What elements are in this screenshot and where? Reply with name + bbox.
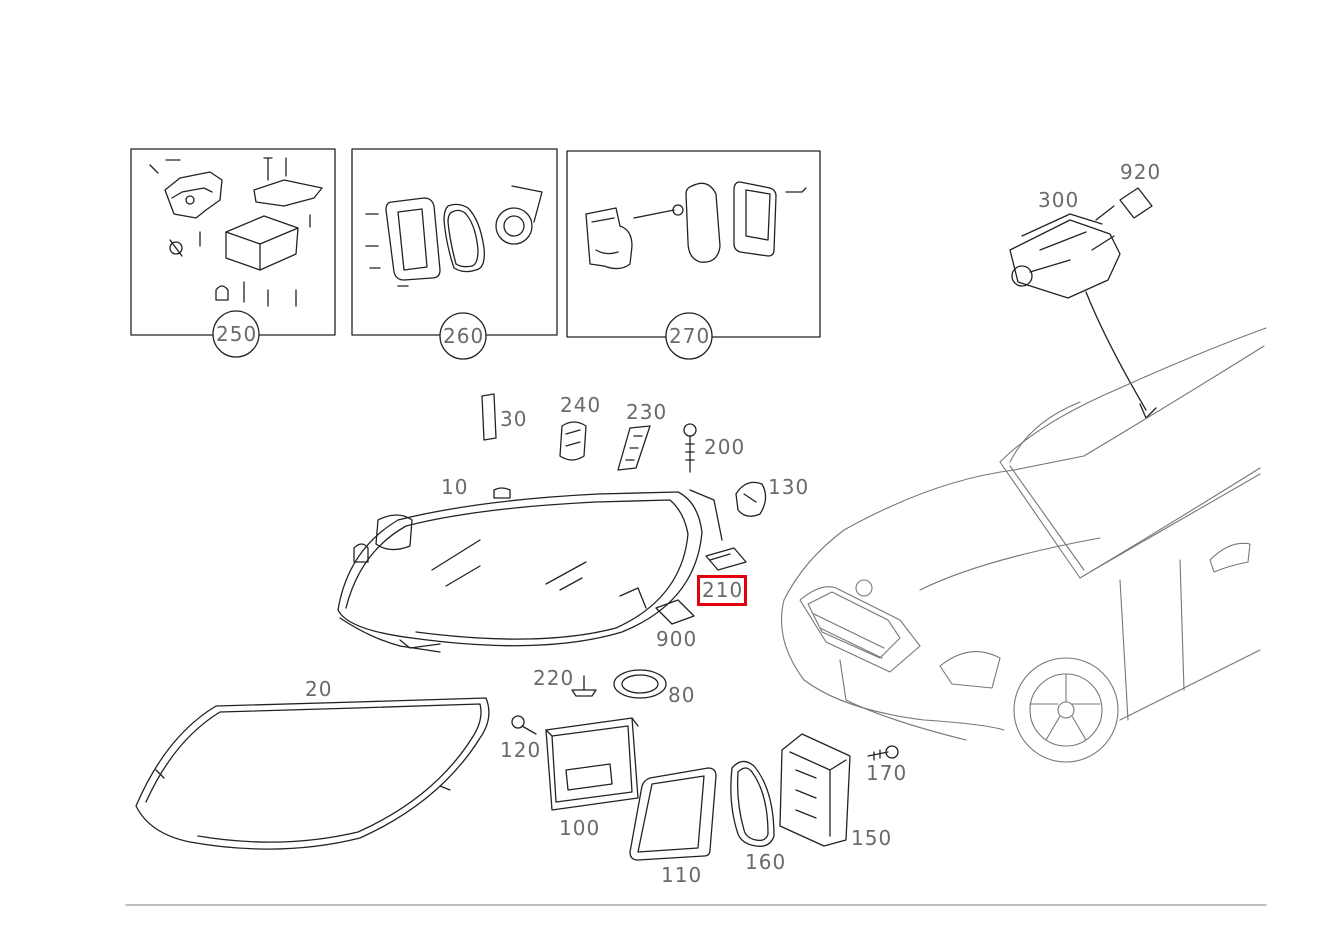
part-label-160[interactable]: 160 xyxy=(745,850,787,874)
gasket-160 xyxy=(730,760,775,847)
part-label-20[interactable]: 20 xyxy=(305,677,333,701)
part-label-100[interactable]: 100 xyxy=(559,816,601,840)
part-label-110[interactable]: 110 xyxy=(661,863,703,887)
camera-sensor-300 xyxy=(1009,213,1157,419)
part-80 xyxy=(613,669,667,699)
inset-label-260[interactable]: 260 xyxy=(443,324,485,348)
part-label-200[interactable]: 200 xyxy=(704,435,746,459)
part-label-230[interactable]: 230 xyxy=(626,400,668,424)
part-label-210[interactable]: 210 xyxy=(702,578,744,602)
screw-170 xyxy=(867,745,899,761)
inset-callout-circles xyxy=(212,310,713,360)
gasket-110 xyxy=(629,767,717,861)
part-label-130[interactable]: 130 xyxy=(768,475,810,499)
inset-label-270[interactable]: 270 xyxy=(669,324,711,348)
part-label-30[interactable]: 30 xyxy=(500,407,528,431)
control-unit-100 xyxy=(545,717,639,811)
part-220 xyxy=(571,675,597,697)
part-label-10[interactable]: 10 xyxy=(441,475,469,499)
headlamp-assembly-10 xyxy=(337,487,723,653)
screw-120 xyxy=(511,715,537,735)
bracket-920 xyxy=(1095,187,1153,221)
screw-200 xyxy=(683,423,697,473)
inset-box-260 xyxy=(351,148,558,336)
part-label-920[interactable]: 920 xyxy=(1120,160,1162,184)
part-label-120[interactable]: 120 xyxy=(500,738,542,762)
part-label-170[interactable]: 170 xyxy=(866,761,908,785)
part-230 xyxy=(617,425,651,471)
part-240 xyxy=(559,421,587,461)
inset-box-270 xyxy=(566,150,821,338)
part-900 xyxy=(655,599,695,625)
part-label-240[interactable]: 240 xyxy=(560,393,602,417)
highlight-box-210 xyxy=(697,575,747,606)
part-130 xyxy=(735,481,767,517)
part-label-300[interactable]: 300 xyxy=(1038,188,1080,212)
inset-box-250 xyxy=(130,148,336,336)
part-label-900[interactable]: 900 xyxy=(656,627,698,651)
part-label-150[interactable]: 150 xyxy=(851,826,893,850)
part-30 xyxy=(481,393,497,441)
module-150 xyxy=(779,733,851,847)
part-label-80[interactable]: 80 xyxy=(668,683,696,707)
part-label-220[interactable]: 220 xyxy=(533,666,575,690)
inset-label-250[interactable]: 250 xyxy=(216,322,258,346)
car-outline xyxy=(781,327,1267,763)
lens-20 xyxy=(135,697,490,850)
part-210 xyxy=(705,547,747,571)
